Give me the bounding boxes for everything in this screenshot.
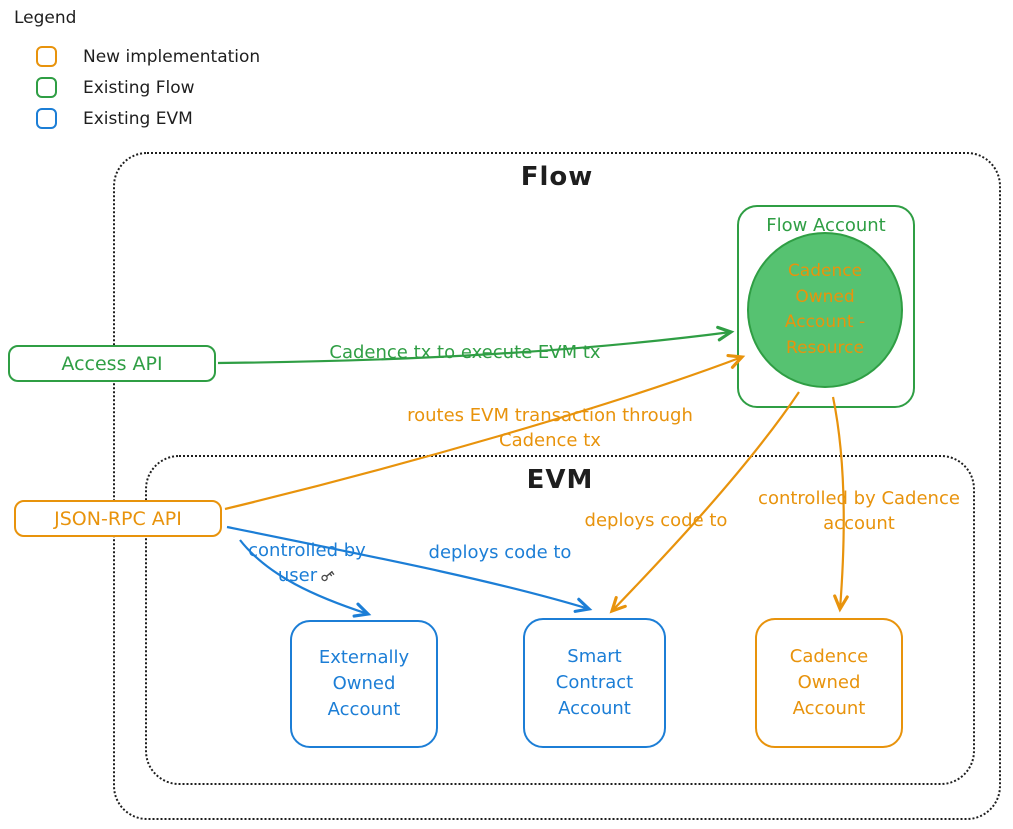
legend-swatch-orange: [36, 46, 57, 67]
cadence-owned-account-node: Cadence Owned Account: [755, 618, 903, 748]
externally-owned-account-label: Externally Owned Account: [318, 646, 410, 721]
flow-container: Flow: [113, 152, 1001, 820]
legend-item-existing-evm: Existing EVM: [36, 108, 193, 129]
smart-contract-account-label: Smart Contract Account: [555, 645, 634, 720]
key-icon: [319, 566, 336, 591]
edge-label-deploys-code-to-cadence: deploys code to: [584, 510, 728, 531]
edge-label-controlled-by-cadence: controlled by Cadence account: [758, 488, 960, 535]
legend-item-existing-flow: Existing Flow: [36, 77, 195, 98]
flow-account-label: Flow Account: [766, 215, 886, 236]
smart-contract-account-node: Smart Contract Account: [523, 618, 666, 748]
cadence-owned-account-resource-label: Cadence Owned Account - Resource: [784, 261, 866, 358]
legend-label: Existing Flow: [83, 77, 195, 98]
edge-label-routes-evm-transaction: routes EVM transaction through Cadence t…: [407, 405, 693, 452]
externally-owned-account-node: Externally Owned Account: [290, 620, 438, 748]
json-rpc-api-node: JSON-RPC API: [14, 500, 222, 537]
legend-swatch-blue: [36, 108, 57, 129]
legend-label: Existing EVM: [83, 108, 193, 129]
access-api-node: Access API: [8, 345, 216, 382]
cadence-owned-account-label: Cadence Owned Account: [789, 645, 869, 720]
access-api-label: Access API: [61, 352, 163, 375]
controlled-by-user-text: controlled by user: [248, 540, 366, 587]
flow-container-title: Flow: [520, 162, 594, 192]
edge-label-cadence-tx: Cadence tx to execute EVM tx: [329, 342, 601, 363]
legend-swatch-green: [36, 77, 57, 98]
cadence-owned-account-resource-node: Cadence Owned Account - Resource: [747, 232, 903, 388]
legend-title: Legend: [14, 8, 77, 28]
edge-label-controlled-by-user: controlled by user: [243, 538, 371, 591]
edge-label-deploys-code-to-user: deploys code to: [428, 542, 572, 563]
legend-label: New implementation: [83, 46, 261, 67]
json-rpc-api-label: JSON-RPC API: [54, 507, 182, 530]
legend-item-new-implementation: New implementation: [36, 46, 260, 67]
